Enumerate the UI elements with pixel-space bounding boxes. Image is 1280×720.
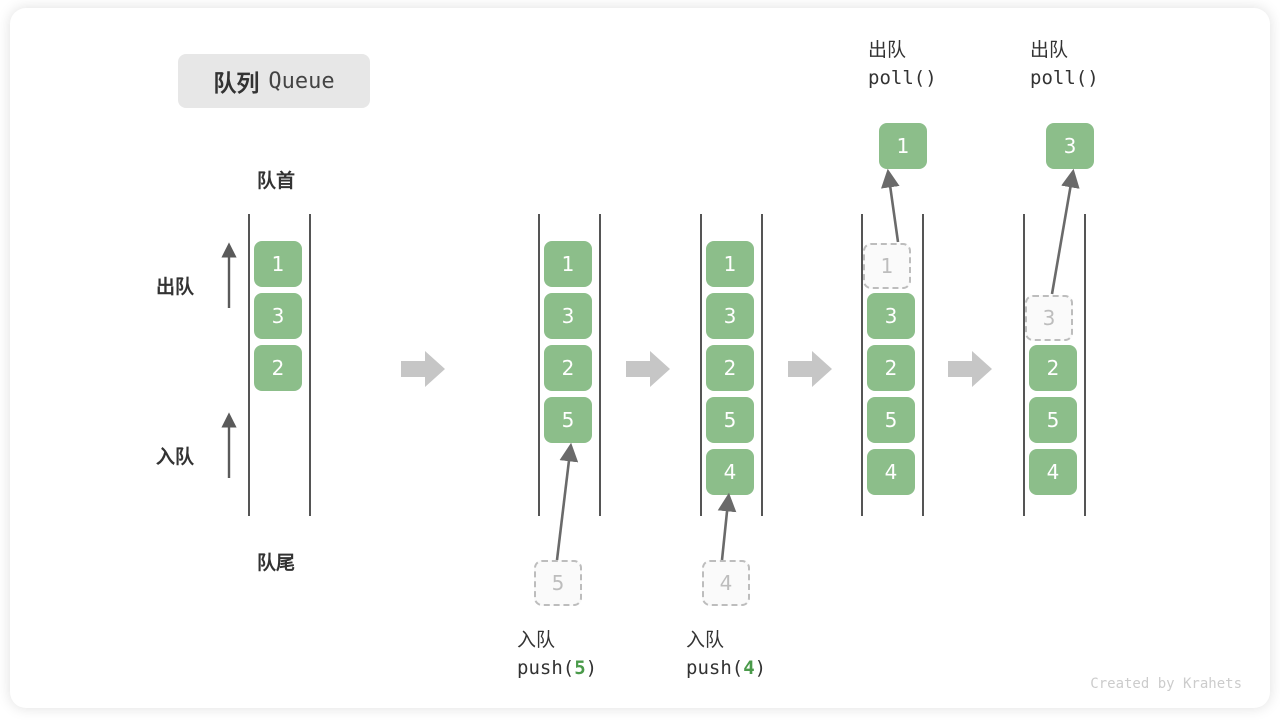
queue-element: 4 (867, 449, 915, 495)
push5-arg: 5 (574, 656, 586, 679)
push5-fn: push( (517, 656, 575, 679)
queue-element: 2 (254, 345, 302, 391)
diagram-card: 队列 Queue 队首 队尾 出队 入队 1 3 2 1 3 2 5 5 (10, 8, 1270, 708)
step-arrow-icon (626, 351, 670, 387)
queue-element: 3 (254, 293, 302, 339)
queue-rail-right-4 (922, 214, 924, 516)
step-arrow-icon (401, 351, 445, 387)
push5-caption: 入队 push(5) (517, 628, 597, 683)
queue-element: 4 (1029, 449, 1077, 495)
queue-rail-left-2 (538, 214, 540, 516)
step-arrow-icon (948, 351, 992, 387)
poll2-caption-cn: 出队 (1030, 40, 1069, 61)
queue-element: 1 (254, 241, 302, 287)
queue-front-label: 队首 (256, 171, 295, 192)
queue-element: 2 (1029, 345, 1077, 391)
queue-rail-right-3 (761, 214, 763, 516)
incoming-element-ghost: 5 (534, 560, 582, 606)
enqueue-arrow-icon (717, 492, 737, 561)
watermark: Created by Krahets (1090, 676, 1242, 692)
push4-close: ) (754, 656, 767, 679)
poll2-caption: 出队 poll() (1030, 38, 1099, 92)
dequeue-arrow-icon (881, 168, 900, 243)
queue-element: 5 (544, 397, 592, 443)
push4-caption-code: push(4) (686, 655, 766, 683)
queue-element-removed-ghost: 1 (863, 243, 911, 289)
queue-rail-right-2 (599, 214, 601, 516)
enqueue-direction-label: 入队 (156, 447, 195, 468)
poll2-caption-code: poll() (1030, 66, 1099, 89)
queue-rail-left-3 (700, 214, 702, 516)
queue-element: 5 (706, 397, 754, 443)
queue-element: 2 (867, 345, 915, 391)
queue-element: 4 (706, 449, 754, 495)
queue-element: 5 (1029, 397, 1077, 443)
queue-rail-left-5 (1023, 214, 1025, 516)
queue-rear-label: 队尾 (256, 553, 295, 574)
push4-caption-cn: 入队 (686, 630, 725, 651)
queue-element: 2 (706, 345, 754, 391)
push4-fn: push( (686, 656, 744, 679)
enqueue-arrow-icon (555, 442, 579, 561)
queue-element: 3 (544, 293, 592, 339)
polled-element: 3 (1046, 123, 1094, 169)
title-chinese: 队列 (213, 70, 260, 96)
title-english: Queue (268, 68, 335, 94)
enqueue-direction-arrow-icon (221, 412, 237, 478)
push4-caption: 入队 push(4) (686, 628, 766, 683)
dequeue-direction-arrow-icon (221, 242, 237, 308)
queue-element-removed-ghost: 3 (1025, 295, 1073, 341)
queue-element: 1 (544, 241, 592, 287)
dequeue-arrow-icon (1050, 168, 1080, 295)
poll1-caption-cn: 出队 (868, 40, 907, 61)
queue-element: 2 (544, 345, 592, 391)
queue-element: 3 (867, 293, 915, 339)
queue-element: 3 (706, 293, 754, 339)
queue-rail-left-4 (861, 214, 863, 516)
queue-rail-left-1 (248, 214, 250, 516)
title-badge: 队列 Queue (178, 54, 370, 108)
poll1-caption-code: poll() (868, 66, 937, 89)
queue-rail-right-5 (1084, 214, 1086, 516)
poll1-caption: 出队 poll() (868, 38, 937, 92)
queue-rail-right-1 (309, 214, 311, 516)
push5-caption-code: push(5) (517, 655, 597, 683)
queue-element: 5 (867, 397, 915, 443)
dequeue-direction-label: 出队 (156, 277, 195, 298)
incoming-element-ghost: 4 (702, 560, 750, 606)
step-arrow-icon (788, 351, 832, 387)
polled-element: 1 (879, 123, 927, 169)
push4-arg: 4 (743, 656, 755, 679)
push5-close: ) (585, 656, 598, 679)
push5-caption-cn: 入队 (517, 630, 556, 651)
queue-element: 1 (706, 241, 754, 287)
